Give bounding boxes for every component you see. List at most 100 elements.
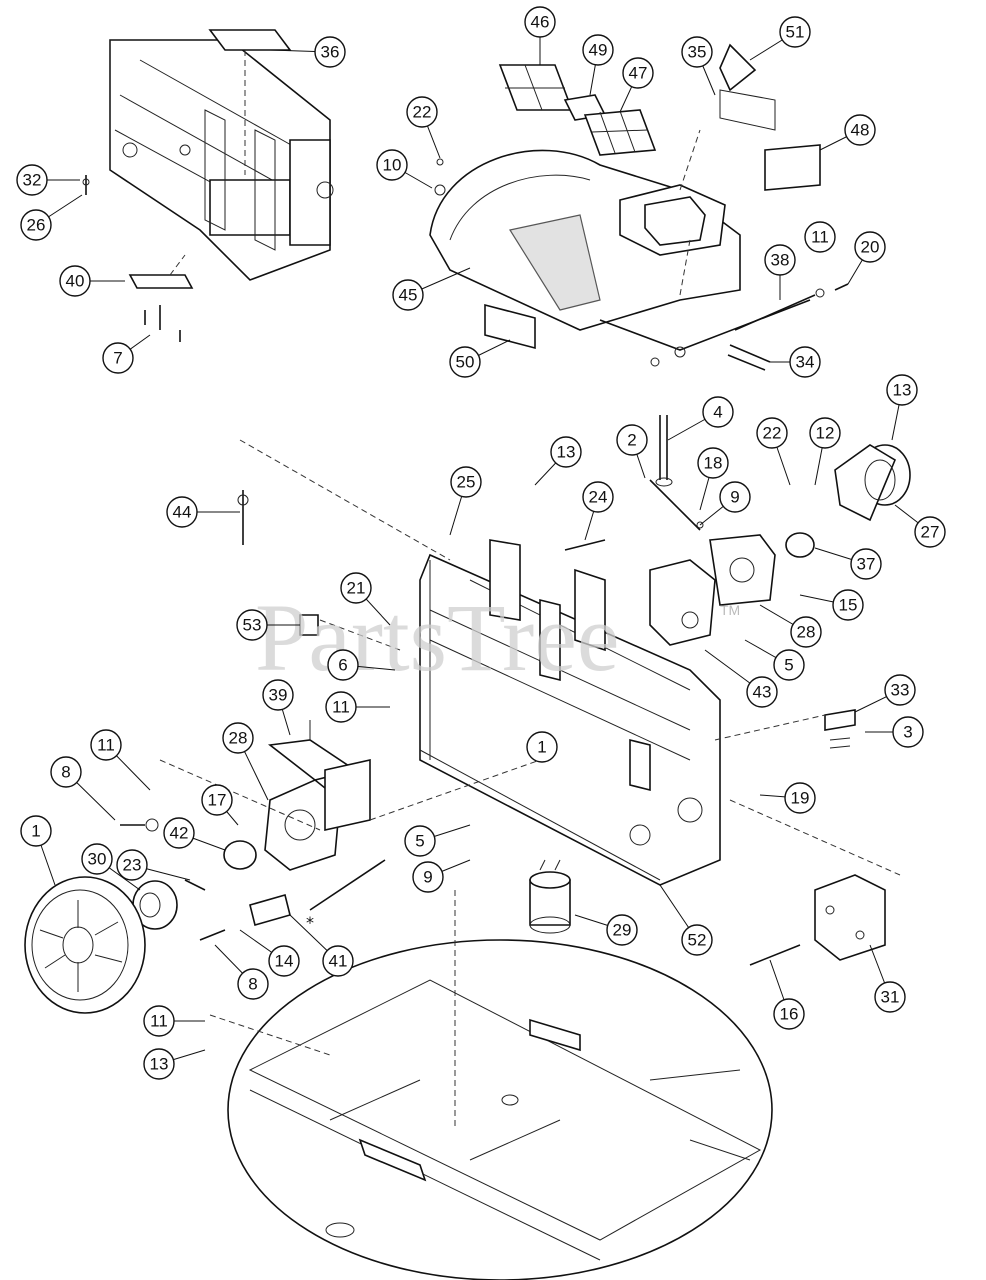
callout-label: 15 (839, 596, 858, 615)
callout-circle (884, 674, 916, 706)
callout-label: 5 (415, 832, 424, 851)
callout-label: 3 (903, 723, 912, 742)
callout-label: 11 (332, 698, 350, 717)
callout-circle (143, 1005, 175, 1037)
screw-26-32 (82, 175, 90, 195)
callout-circle (412, 861, 444, 893)
callout-label: 2 (627, 431, 636, 450)
callout-label: 6 (338, 656, 347, 675)
callout-circle (790, 616, 822, 648)
callout-label: 36 (321, 43, 340, 62)
callout-circle (844, 114, 876, 146)
callout-circle (20, 209, 52, 241)
base-plate-detail (227, 890, 773, 1280)
callout-label: 27 (921, 523, 940, 542)
callout-circle (143, 1048, 175, 1080)
callout-circle (850, 548, 882, 580)
callout-circle (582, 481, 614, 513)
callout-label: 43 (753, 683, 772, 702)
callout-label: 16 (780, 1005, 799, 1024)
callout-circle (327, 649, 359, 681)
callout-label: 5 (784, 656, 793, 675)
bar-40 (128, 254, 194, 289)
callout-circle (681, 924, 713, 956)
callout-label: 8 (248, 975, 257, 994)
callout-circle (116, 849, 148, 881)
callout-circle (832, 589, 864, 621)
rod-38 (599, 283, 849, 371)
callout-circle (746, 676, 778, 708)
callout-circle (764, 244, 796, 276)
callout-circle (550, 436, 582, 468)
callout-circle (201, 784, 233, 816)
callout-label: 29 (613, 921, 632, 940)
callout-circle (268, 945, 300, 977)
callout-label: 52 (688, 931, 707, 950)
callout-label: 23 (123, 856, 142, 875)
callout-circle (102, 342, 134, 374)
callout-label: 47 (629, 64, 648, 83)
callout-circle (340, 572, 372, 604)
key-23 (184, 879, 206, 891)
callout-label: 41 (329, 952, 348, 971)
callout-label: 39 (269, 686, 288, 705)
frame-assembly (109, 39, 334, 281)
callout-label: 30 (88, 850, 107, 869)
callout-circle (262, 679, 294, 711)
callout-circle (773, 998, 805, 1030)
callout-circle (237, 968, 269, 1000)
callout-circle (322, 945, 354, 977)
callout-circle (773, 649, 805, 681)
pin-24 (564, 539, 606, 551)
callout-label: 13 (557, 443, 576, 462)
callout-circle (524, 6, 556, 38)
callout-circle (20, 815, 52, 847)
callout-circle (784, 782, 816, 814)
callout-label: 44 (173, 503, 192, 522)
callout-circle (406, 96, 438, 128)
callout-circle (81, 843, 113, 875)
label-33-3 (824, 709, 856, 749)
callout-label: 48 (851, 121, 870, 140)
bracket-53 (299, 614, 319, 636)
callout-circle (874, 981, 906, 1013)
decals (484, 43, 821, 350)
callout-circle (392, 279, 424, 311)
callout-label: 28 (797, 623, 816, 642)
bolt-16 (749, 944, 801, 966)
callout-circle (314, 36, 346, 68)
callout-circle (163, 817, 195, 849)
callout-circle (236, 609, 268, 641)
explode-lines (159, 439, 901, 1056)
bushing-42 (223, 840, 257, 870)
callout-label: 4 (713, 403, 722, 422)
callout-label: 11 (811, 228, 829, 247)
bolt-8 (120, 818, 226, 941)
callout-circle (697, 447, 729, 479)
callout-circle (16, 164, 48, 196)
asterisk-note: * (306, 913, 314, 932)
callout-label: 53 (243, 616, 262, 635)
callout-circle (90, 729, 122, 761)
capacitor-29 (529, 859, 571, 934)
callout-label: 9 (730, 488, 739, 507)
rod-4 (655, 415, 673, 487)
callout-label: 45 (399, 286, 418, 305)
callout-circle (582, 34, 614, 66)
callout-label: 28 (229, 729, 248, 748)
callout-circle (702, 396, 734, 428)
callout-label: 19 (791, 789, 810, 808)
callout-label: 20 (861, 238, 880, 257)
callout-label: 11 (150, 1012, 168, 1031)
callout-label: 14 (275, 952, 294, 971)
callout-label: 46 (531, 13, 550, 32)
callout-circle (325, 691, 357, 723)
callout-label: 22 (413, 103, 432, 122)
callout-label: 42 (170, 824, 189, 843)
callout-circle (222, 722, 254, 754)
callout-circle (166, 496, 198, 528)
callout-label: 50 (456, 353, 475, 372)
callout-circle (804, 221, 836, 253)
callout-label: 38 (771, 251, 790, 270)
